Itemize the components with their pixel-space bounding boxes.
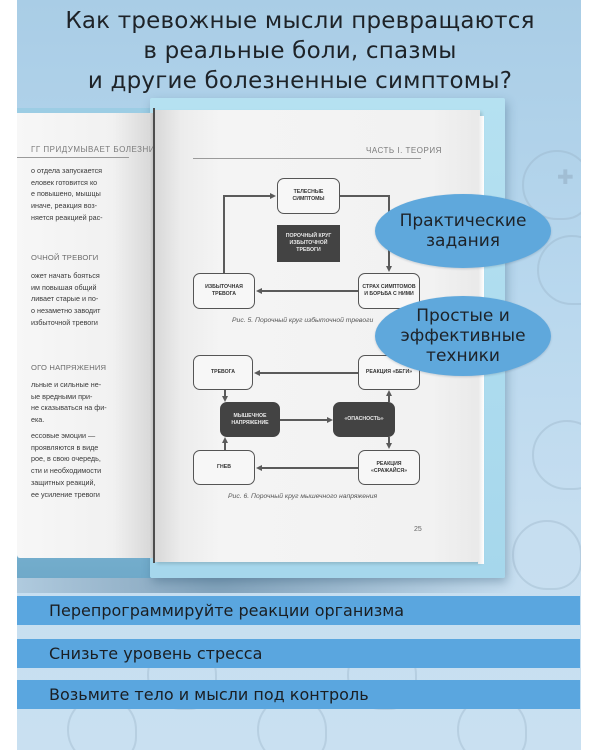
figure-6-caption: Рис. 6. Порочный круг мышечного напряжен… (228, 493, 378, 500)
node-excess-anxiety: ИЗБЫТОЧНАЯ ТРЕВОГА (193, 273, 255, 309)
right-running-head: ЧАСТЬ I. ТЕОРИЯ (366, 146, 442, 155)
book-left-page: ГГ ПРИДУМЫВАЕТ БОЛЕЗНИ о отдела запускае… (17, 113, 154, 558)
headline-line-2: в реальные боли, спазмы (143, 38, 457, 64)
connector (224, 443, 226, 450)
arrow-right-icon (327, 417, 333, 423)
benefit-stripe-2: Снизьте уровень стресса (17, 639, 580, 668)
connector (260, 372, 358, 374)
connector (224, 390, 226, 397)
left-paragraph-2: ожет начать бояться им повышая общий лив… (31, 271, 101, 327)
arrow-down-icon (386, 266, 392, 272)
connector (388, 437, 390, 444)
node-anxiety: ТРЕВОГА (193, 355, 253, 390)
connector (388, 396, 390, 402)
head-brain-pattern-icon (532, 420, 581, 490)
left-paragraph-4: ессовые эмоции — проявляются в виде рое,… (31, 431, 102, 499)
medical-cross-icon: ✚ (557, 165, 574, 189)
left-head-rule (17, 157, 129, 158)
left-paragraph-1: о отдела запускается еловек готовится ко… (31, 166, 103, 222)
book-spine (153, 108, 155, 563)
arrow-up-icon (386, 390, 392, 396)
arrow-down-icon (386, 443, 392, 449)
node-muscle-tension: МЫШЕЧНОЕ НАПРЯЖЕНИЕ (220, 402, 280, 437)
badge-practical-tasks: Практические задания (375, 194, 551, 268)
node-bodily-symptoms: ТЕЛЕСНЫЕ СИМПТОМЫ (277, 178, 340, 214)
node-vicious-circle-label: ПОРОЧНЫЙ КРУГ ИЗБЫТОЧНОЙ ТРЕВОГИ (277, 225, 340, 262)
head-brain-pattern-icon (512, 520, 581, 590)
node-fight-reaction: РЕАКЦИЯ «СРАЖАЙСЯ» (358, 450, 420, 485)
headline-line-1: Как тревожные мысли превращаются (65, 8, 535, 34)
left-paragraph-3: льные и сильные не- ые вредными при- не … (31, 380, 107, 425)
connector (262, 290, 358, 292)
left-heading-2: ОЧНОЙ ТРЕВОГИ (31, 253, 99, 262)
figure-5-caption: Рис. 5. Порочный круг избыточной тревоги (232, 317, 374, 324)
connector (223, 195, 225, 273)
arrow-right-icon (270, 193, 276, 199)
connector (280, 419, 327, 421)
head-brain-pattern-icon (522, 150, 581, 220)
badge-simple-techniques: Простые и эффективные техники (375, 296, 551, 376)
headline-line-3: и другие болезненные симптомы? (87, 68, 513, 94)
arrow-left-icon (256, 288, 262, 294)
node-anger: ГНЕВ (193, 450, 255, 485)
arrow-left-icon (254, 370, 260, 376)
connector (262, 467, 358, 469)
arrow-left-icon (256, 465, 262, 471)
connector (340, 195, 390, 197)
headline: Как тревожные мысли превращаются в реаль… (0, 6, 600, 96)
left-running-head: ГГ ПРИДУМЫВАЕТ БОЛЕЗНИ (31, 145, 154, 154)
arrow-down-icon (222, 396, 228, 402)
left-heading-3: ОГО НАПРЯЖЕНИЯ (31, 363, 107, 372)
connector (223, 195, 271, 197)
arrow-up-icon (222, 437, 228, 443)
benefit-stripe-3: Возьмите тело и мысли под контроль (17, 680, 580, 709)
right-head-rule (193, 158, 421, 159)
page-number: 25 (414, 526, 422, 533)
node-danger: «ОПАСНОСТЬ» (333, 402, 395, 437)
benefit-stripe-1: Перепрограммируйте реакции организма (17, 596, 580, 625)
